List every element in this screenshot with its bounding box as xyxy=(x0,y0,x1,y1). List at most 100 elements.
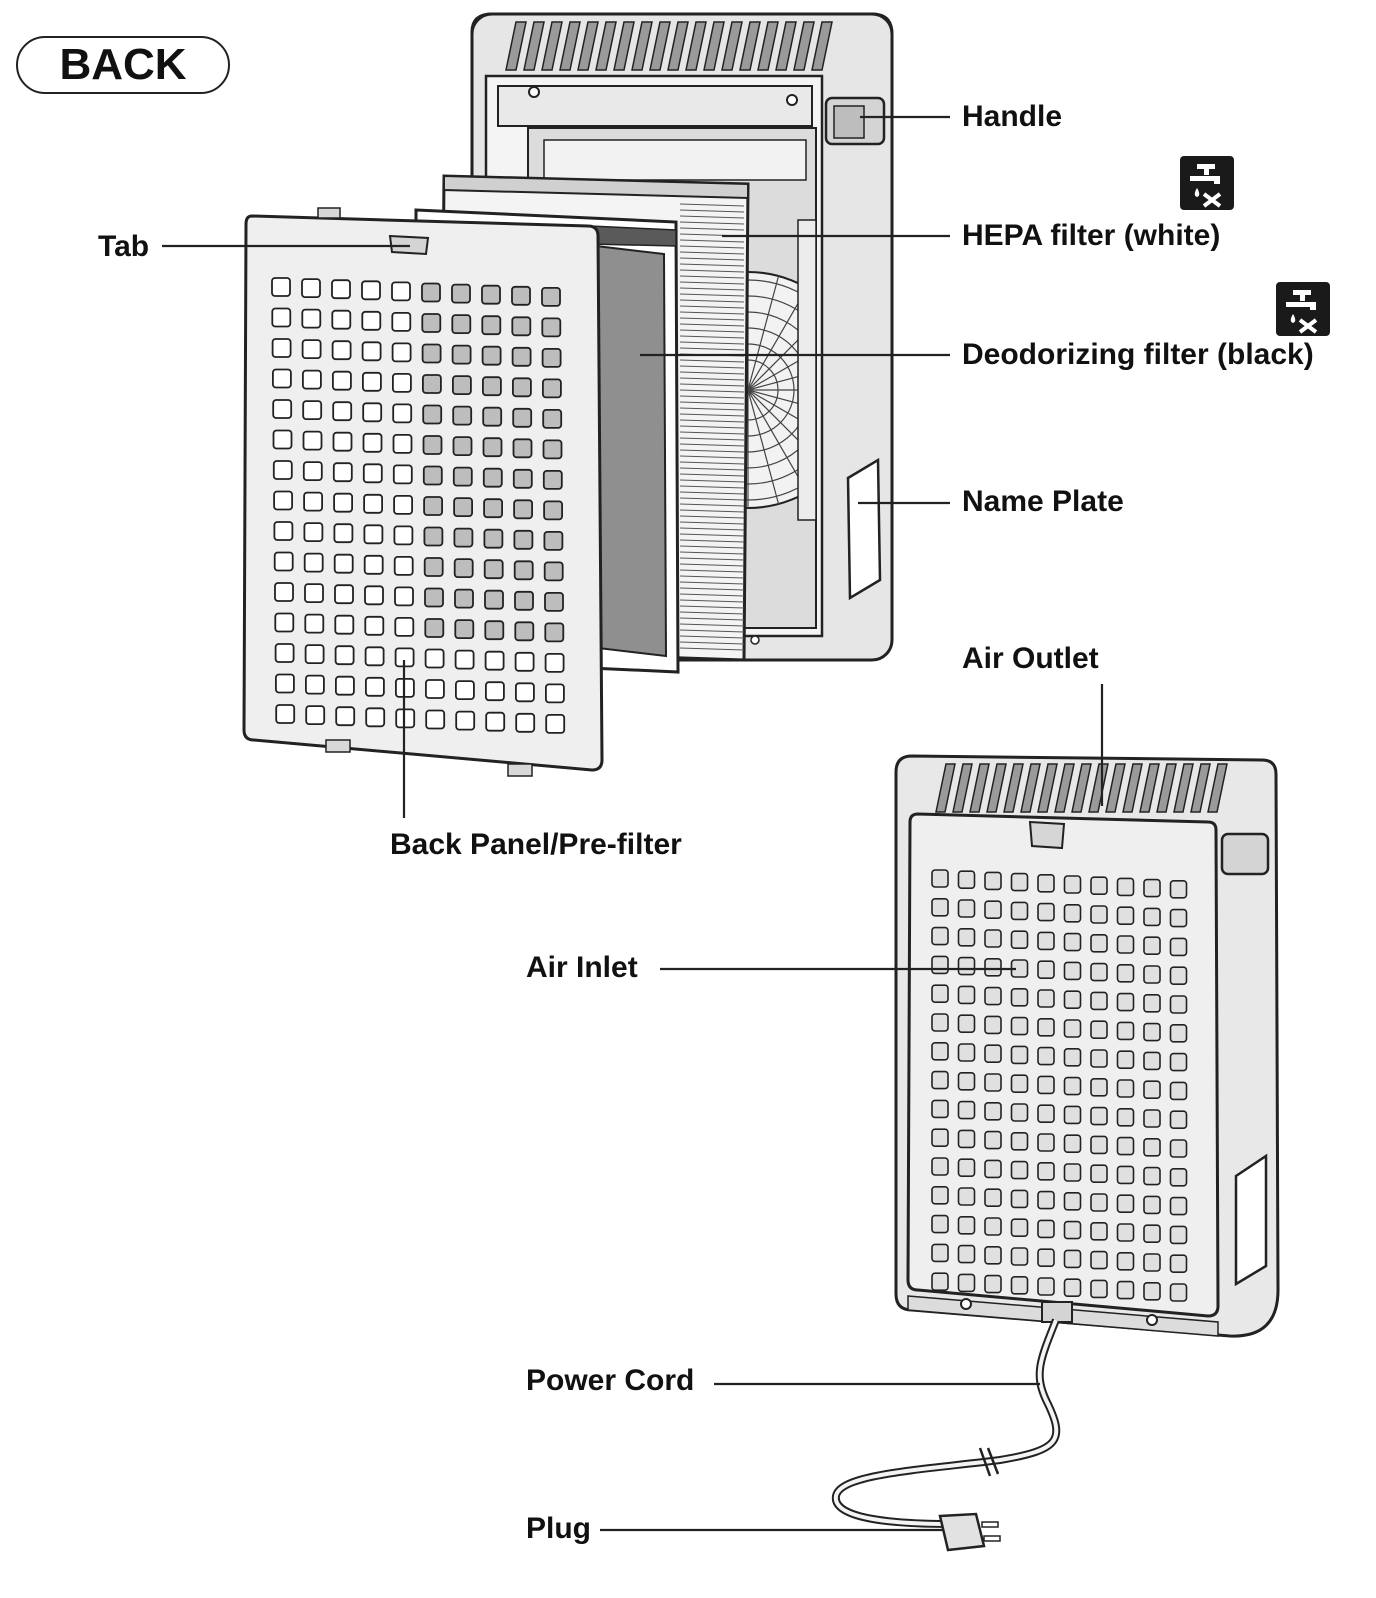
panel-hole xyxy=(275,704,296,724)
panel-hole xyxy=(451,314,472,335)
panel-hole xyxy=(541,317,562,338)
panel-hole xyxy=(391,311,412,332)
inlet-hole xyxy=(1037,1075,1055,1095)
panel-hole xyxy=(452,466,473,487)
inlet-hole xyxy=(1063,1048,1082,1067)
pleat-line xyxy=(679,605,745,609)
panel-hole xyxy=(544,653,565,673)
inlet-hole xyxy=(1116,1165,1135,1185)
panel-hole xyxy=(482,437,503,458)
panel-hole xyxy=(364,676,385,697)
grille-slat xyxy=(1088,763,1109,813)
panel-hole xyxy=(392,464,413,485)
inlet-hole xyxy=(1010,1247,1029,1266)
inlet-hole xyxy=(1037,1046,1055,1066)
panel-hole xyxy=(271,307,292,328)
inlet-hole xyxy=(1037,1104,1055,1123)
panel-hole xyxy=(301,369,322,390)
fan-spoke xyxy=(747,332,805,391)
inlet-hole xyxy=(957,927,976,947)
panel-hole xyxy=(301,278,321,299)
inlet-hole xyxy=(984,1159,1002,1179)
pleat-line xyxy=(679,257,745,261)
inlet-hole xyxy=(984,1102,1002,1121)
inlet-hole xyxy=(1169,1225,1188,1245)
inlet-hole xyxy=(984,957,1002,977)
back-section-button[interactable]: BACK xyxy=(16,36,230,94)
grille-slat xyxy=(631,21,653,71)
pleat-line xyxy=(679,221,745,225)
inlet-hole xyxy=(1063,1192,1082,1211)
panel-hole xyxy=(362,463,383,484)
pleat-line xyxy=(679,419,745,423)
panel-hole xyxy=(454,619,475,639)
panel-hole xyxy=(512,438,533,459)
grille-slat xyxy=(703,21,725,71)
grille-slat xyxy=(1139,763,1160,813)
pleat-line xyxy=(679,209,745,213)
panel-hole xyxy=(454,649,475,670)
inlet-hole xyxy=(1169,1081,1188,1101)
inlet-hole xyxy=(957,1129,976,1149)
inlet-hole xyxy=(984,1217,1002,1236)
panel-hole xyxy=(514,651,535,672)
inlet-hole xyxy=(1090,1106,1108,1126)
pleat-line xyxy=(679,341,745,345)
pleat-line xyxy=(679,305,745,309)
pleat-line xyxy=(679,281,745,285)
fan-spoke xyxy=(747,389,805,490)
inlet-hole xyxy=(1063,875,1082,894)
inlet-hole xyxy=(1037,902,1055,922)
panel-hole xyxy=(393,494,414,515)
panel-hole xyxy=(421,343,442,364)
inlet-hole xyxy=(1037,1162,1055,1181)
panel-hole xyxy=(482,406,503,427)
pleat-line xyxy=(679,383,745,387)
do-not-wash-icon xyxy=(1276,282,1330,336)
inlet-hole xyxy=(1143,936,1161,956)
inlet-hole xyxy=(957,1158,976,1177)
panel-hole xyxy=(511,316,532,337)
pleat-line xyxy=(679,533,745,537)
pleat-line xyxy=(679,611,745,615)
inlet-hole xyxy=(1169,937,1188,957)
inlet-hole xyxy=(1143,1282,1161,1301)
grille-slat xyxy=(1071,763,1092,813)
panel-hole xyxy=(513,499,533,520)
pleat-line xyxy=(679,557,745,561)
grille-slat xyxy=(667,21,689,71)
pleat-line xyxy=(679,269,745,273)
panel-hole xyxy=(544,592,564,612)
pleat-line xyxy=(679,437,745,441)
pleat-line xyxy=(679,449,745,453)
grille-slat xyxy=(685,21,707,71)
inlet-hole xyxy=(1063,1278,1082,1297)
grille-slat xyxy=(969,763,990,813)
grille-slat xyxy=(1190,763,1211,813)
inlet-hole xyxy=(1116,1252,1135,1271)
pleat-line xyxy=(679,539,745,543)
pleat-line xyxy=(679,395,745,399)
panel-hole xyxy=(425,709,446,730)
inlet-hole xyxy=(1063,1076,1082,1096)
panel-hole xyxy=(422,404,443,425)
fan-spoke xyxy=(747,389,805,448)
panel-hole xyxy=(364,615,385,636)
inlet-hole xyxy=(957,1100,976,1120)
panel-hole xyxy=(511,285,531,306)
panel-hole xyxy=(424,679,445,699)
inlet-hole xyxy=(1169,1283,1188,1302)
panel-hole xyxy=(303,522,324,542)
grille-slat xyxy=(793,21,815,71)
inlet-hole xyxy=(1090,1222,1108,1241)
panel-hole xyxy=(361,371,382,392)
inlet-hole xyxy=(1063,1134,1082,1153)
inlet-hole xyxy=(957,899,976,918)
inlet-hole xyxy=(931,926,949,946)
panel-hole xyxy=(394,617,415,637)
panel-hole xyxy=(334,584,354,605)
pleat-line xyxy=(679,635,745,639)
inlet-hole xyxy=(1143,993,1161,1013)
